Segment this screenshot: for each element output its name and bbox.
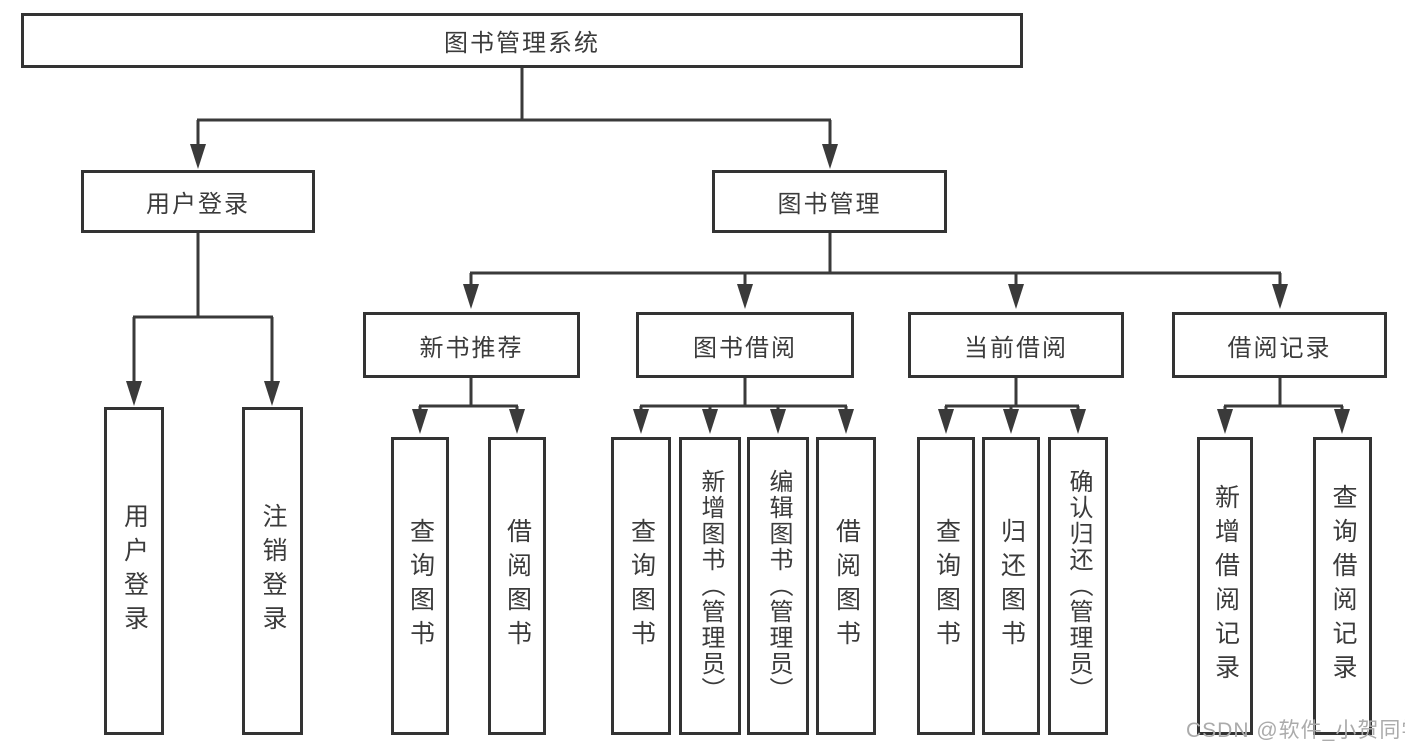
leaf-confirm-return-admin: 确认归还（管理员） — [1048, 437, 1108, 735]
leaf-query-borrow-record: 查询借阅记录 — [1313, 437, 1372, 735]
node-current-borrowing: 当前借阅 — [908, 312, 1124, 378]
node-new-book-recommend: 新书推荐 — [363, 312, 580, 378]
leaf-return-book: 归还图书 — [982, 437, 1040, 735]
leaf-borrow-books: 借阅图书 — [488, 437, 546, 735]
leaf-add-borrow-record: 新增借阅记录 — [1197, 437, 1253, 735]
leaf-query-books: 查询图书 — [917, 437, 975, 735]
node-user-login: 用户登录 — [81, 170, 315, 233]
node-borrowing-records: 借阅记录 — [1172, 312, 1387, 378]
leaf-borrow-books: 借阅图书 — [816, 437, 876, 735]
leaf-query-books: 查询图书 — [391, 437, 449, 735]
leaf-edit-book-admin: 编辑图书（管理员） — [747, 437, 809, 735]
arrowheads — [126, 144, 1350, 434]
node-book-management: 图书管理 — [712, 170, 947, 233]
leaf-add-book-admin: 新增图书（管理员） — [679, 437, 741, 735]
node-root-system: 图书管理系统 — [21, 13, 1023, 68]
leaf-logout: 注销登录 — [242, 407, 303, 735]
csdn-watermark: CSDN @软件_小贺同学 — [1186, 719, 1405, 742]
node-book-borrowing: 图书借阅 — [636, 312, 854, 378]
leaf-query-books: 查询图书 — [611, 437, 671, 735]
leaf-user-login: 用户登录 — [104, 407, 164, 735]
